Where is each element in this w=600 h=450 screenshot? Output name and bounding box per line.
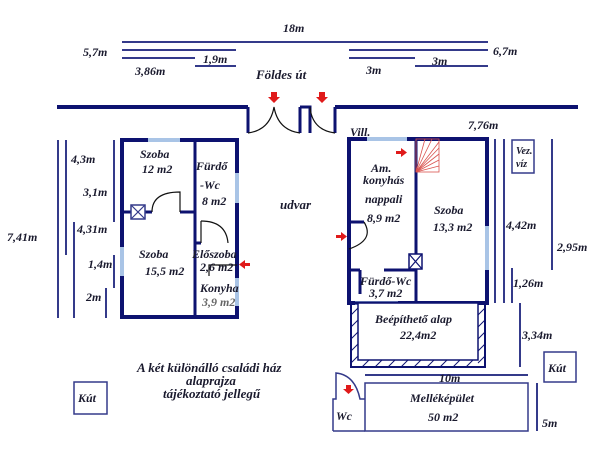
water-box-line2: víz <box>516 159 527 170</box>
gate-swing <box>309 106 336 134</box>
dim-a-label: 4,3m <box>70 152 95 166</box>
dim-left-width-label: 5,7m <box>83 45 107 59</box>
room-area: 15,5 m2 <box>145 264 184 278</box>
chimney-icon <box>130 204 146 220</box>
dim-c-label: 4,31m <box>76 222 107 236</box>
outdoor-wc: Wc <box>332 372 365 432</box>
foundation: Beépíthető alap 22,4m2 <box>350 302 486 368</box>
door-swing <box>348 221 368 250</box>
entry-arrow-icon <box>343 385 354 394</box>
dim-c-label: 1,26m <box>513 276 543 290</box>
entry-arrow-icon <box>396 148 407 157</box>
dim-right-a-label: 3m <box>365 63 381 77</box>
dim-total-label: 7,41m <box>7 230 37 244</box>
chimney-icon <box>408 253 423 270</box>
left-house: 7,41m 4,3m 3,1m 4,31m 1,4m 2m Szoba 12 m… <box>7 138 250 319</box>
room-name: Fürdő-Wc <box>359 274 412 288</box>
dim-left-a-label: 3,86m <box>134 64 165 78</box>
dim-d-label: 1,4m <box>88 257 112 271</box>
dim-right-b-label: 3m <box>431 54 447 68</box>
room-name: Am. <box>370 161 391 175</box>
well-label: Kút <box>547 361 567 375</box>
dim-depth-label: 5m <box>542 416 557 430</box>
title-note: A két különálló családi ház alaprajza tá… <box>136 360 282 401</box>
dim-width-label: 10m <box>439 371 460 385</box>
room-name: nappali <box>365 192 403 206</box>
well-right: Kút <box>543 351 577 383</box>
dim-right-width-label: 6,7m <box>493 44 517 58</box>
outbuilding: 10m 5m Melléképület 50 m2 Wc <box>332 371 557 432</box>
room-name: Szoba <box>140 147 169 161</box>
dim-total-label: 18m <box>283 21 304 35</box>
title-line-1: A két különálló családi ház <box>136 360 282 375</box>
dim-d-label: 3,34m <box>521 328 552 342</box>
entry-arrow-icon <box>336 232 347 241</box>
dim-a-label: 4,42m <box>505 218 536 232</box>
room-area: 2,6 m2 <box>199 260 233 274</box>
right-house: Vill. 7,76m Am. <box>336 118 587 368</box>
outbuilding-name: Melléképület <box>409 391 475 405</box>
room-name: Konyha <box>199 281 239 295</box>
outbuilding-area: 50 m2 <box>428 410 458 424</box>
room-name: Fürdő <box>195 159 228 173</box>
wc-label: Wc <box>336 409 353 423</box>
stairs-icon <box>415 138 440 173</box>
room-area: 8 m2 <box>202 194 226 208</box>
dim-left-b-label: 1,9m <box>203 52 227 66</box>
well-label: Kút <box>77 391 97 405</box>
title-line-2: alaprajza <box>186 373 236 388</box>
road-label: Földes út <box>255 67 307 82</box>
utility-label: Vill. <box>350 125 370 139</box>
double-gate-swing <box>247 106 301 134</box>
dim-e-label: 2m <box>85 290 101 304</box>
entry-arrow-icon <box>316 92 328 103</box>
room-area: 12 m2 <box>142 162 172 176</box>
well-left: Kút <box>73 381 108 415</box>
water-box-line1: Vez. <box>516 146 532 157</box>
fence: Földes út <box>57 67 578 134</box>
title-line-3: tájékoztató jellegű <box>163 386 261 401</box>
room-area: 13,3 m2 <box>433 220 472 234</box>
room-name: Szoba <box>139 247 168 261</box>
dim-width-label: 7,76m <box>468 118 498 132</box>
door-swing <box>200 220 229 244</box>
dim-b-label: 3,1m <box>82 185 107 199</box>
room-area: 8,9 m2 <box>367 211 400 225</box>
dim-b-label: 2,95m <box>556 240 587 254</box>
yard-label: udvar <box>280 197 312 212</box>
foundation-name: Beépíthető alap <box>374 312 452 326</box>
room-name: -Wc <box>200 178 221 192</box>
foundation-area: 22,4m2 <box>399 328 436 342</box>
door-swing <box>151 191 181 213</box>
entry-arrow-icon <box>239 260 250 269</box>
room-area: 3,9 m2 <box>201 295 235 309</box>
water-connection-box: Vez. víz <box>511 139 535 174</box>
room-name: Előszoba <box>191 247 237 261</box>
outbuilding-outline <box>364 382 529 432</box>
partition <box>208 264 237 276</box>
room-area: 3,7 m2 <box>368 286 402 300</box>
room-name: konyhás <box>363 173 405 187</box>
top-dimensions: 18m 5,7m 3,86m 1,9m 6,7m 3m 3m <box>83 21 517 78</box>
room-name: Szoba <box>434 203 463 217</box>
entry-arrow-icon <box>268 92 280 103</box>
